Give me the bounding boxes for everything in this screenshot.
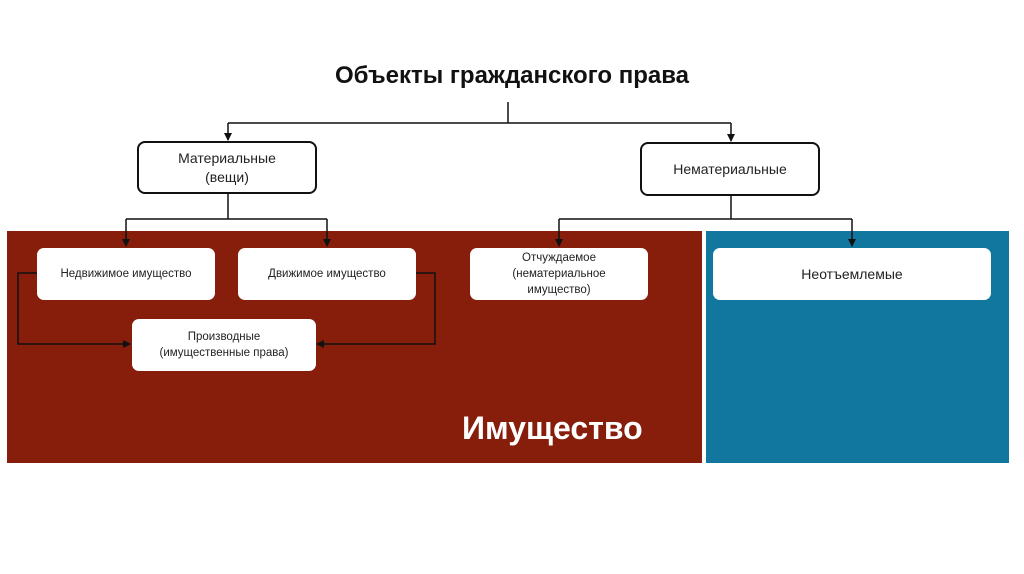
nonmaterial-node: Нематериальные — [640, 142, 820, 196]
arrow-left-to-derivative — [17, 272, 131, 348]
material-node: Материальные (вещи) — [137, 141, 317, 194]
immovable-node-label: Недвижимое имущество — [60, 268, 192, 280]
movable-node: Движимое имущество — [238, 248, 416, 300]
immovable-node: Недвижимое имущество — [37, 248, 215, 300]
nonmaterial-node-label: Нематериальные — [673, 160, 787, 177]
material-node-label: Материальные (вещи) — [178, 149, 276, 185]
derivative-node: Производные (имущественные права) — [132, 319, 316, 371]
alienable-node: Отчуждаемое (нематериальное имущество) — [470, 248, 648, 300]
arrow-right-to-derivative — [316, 272, 436, 348]
movable-node-label: Движимое имущество — [268, 268, 386, 280]
derivative-node-label: Производные (имущественные права) — [159, 331, 289, 359]
diagram-title: Объекты гражданского права — [334, 62, 690, 89]
inalienable-node-label: Неотъемлемые — [801, 266, 903, 282]
inalienable-node: Неотъемлемые — [713, 248, 991, 300]
property-region-label: Имущество — [462, 410, 643, 446]
alienable-node-label: Отчуждаемое (нематериальное имущество) — [512, 252, 606, 296]
